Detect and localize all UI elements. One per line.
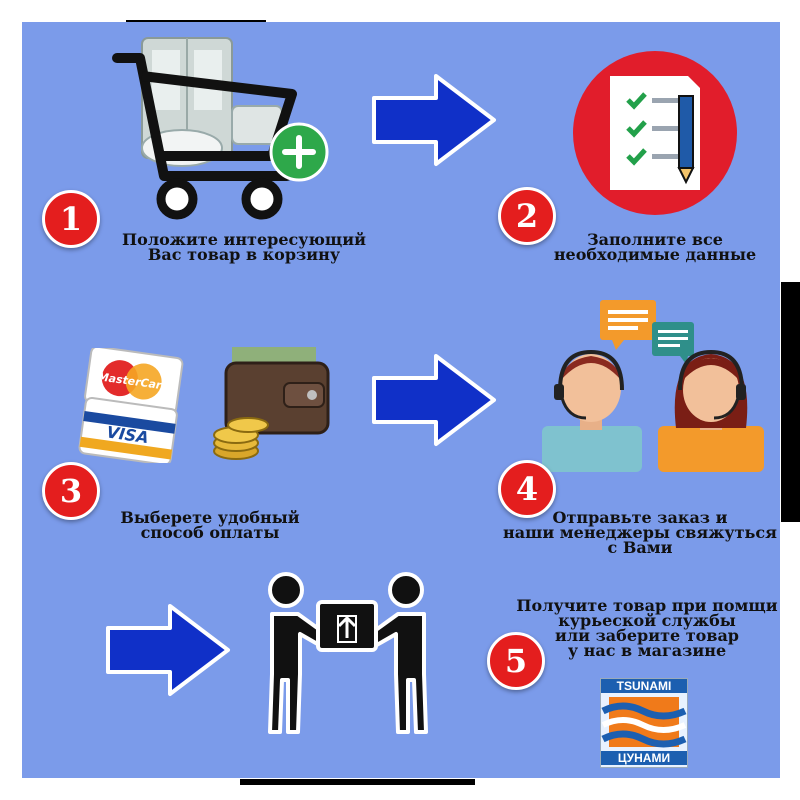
shopping-cart-icon bbox=[112, 36, 332, 221]
step-3-line-1: Выберете удобный bbox=[120, 508, 300, 527]
step-5-badge: 5 bbox=[487, 632, 545, 690]
step-1-caption: Положите интересующий Вас товар в корзин… bbox=[104, 230, 384, 264]
bottom-border-bar bbox=[240, 779, 475, 785]
step-4-badge: 4 bbox=[498, 460, 556, 518]
top-border-line bbox=[126, 20, 266, 22]
logo-bottom-text: ЦУНАМИ bbox=[601, 751, 687, 765]
step-3-line-2: способ оплаты bbox=[140, 523, 280, 542]
step-5-caption: Получите товар при помщи курьеской служб… bbox=[494, 596, 800, 660]
tsunami-logo: TSUNAMI ЦУНАМИ bbox=[600, 678, 688, 768]
step-1-line-1: Положите интересующий bbox=[122, 230, 366, 249]
arrow-right-icon bbox=[370, 350, 500, 450]
arrow-right-icon bbox=[370, 70, 500, 170]
logo-top-text: TSUNAMI bbox=[601, 679, 687, 693]
step-2-badge: 2 bbox=[498, 187, 556, 245]
step-2-line-2: необходимые данные bbox=[553, 245, 757, 264]
step-4-line-3: с Вами bbox=[607, 538, 673, 557]
step-2-caption: Заполните все необходимые данные bbox=[540, 230, 770, 264]
step-1-badge: 1 bbox=[42, 190, 100, 248]
arrow-right-icon bbox=[104, 600, 234, 700]
checklist-icon bbox=[570, 48, 740, 218]
wave-icon bbox=[601, 697, 687, 748]
step-5-line-2: курьеской службы bbox=[558, 611, 736, 630]
payment-cards-icon: MasterCard VISA bbox=[78, 348, 188, 463]
wallet-icon bbox=[208, 345, 333, 463]
step-5-line-1: Получите товар при помщи bbox=[516, 596, 778, 615]
support-managers-icon bbox=[540, 298, 766, 473]
step-3-badge: 3 bbox=[42, 462, 100, 520]
step-5-line-4: у нас в магазине bbox=[567, 641, 727, 660]
package-delivery-icon bbox=[258, 562, 438, 742]
step-1-line-2: Вас товар в корзину bbox=[147, 245, 341, 264]
step-3-caption: Выберете удобный способ оплаты bbox=[100, 508, 320, 542]
right-border-bar bbox=[781, 282, 800, 522]
step-5-line-3: или заберите товар bbox=[555, 626, 739, 645]
step-4-caption: Отправьте заказ и наши менеджеры свяжуть… bbox=[490, 508, 790, 557]
step-4-line-2: наши менеджеры свяжуться bbox=[503, 523, 777, 542]
step-2-line-1: Заполните все bbox=[587, 230, 723, 249]
step-4-line-1: Отправьте заказ и bbox=[552, 508, 728, 527]
